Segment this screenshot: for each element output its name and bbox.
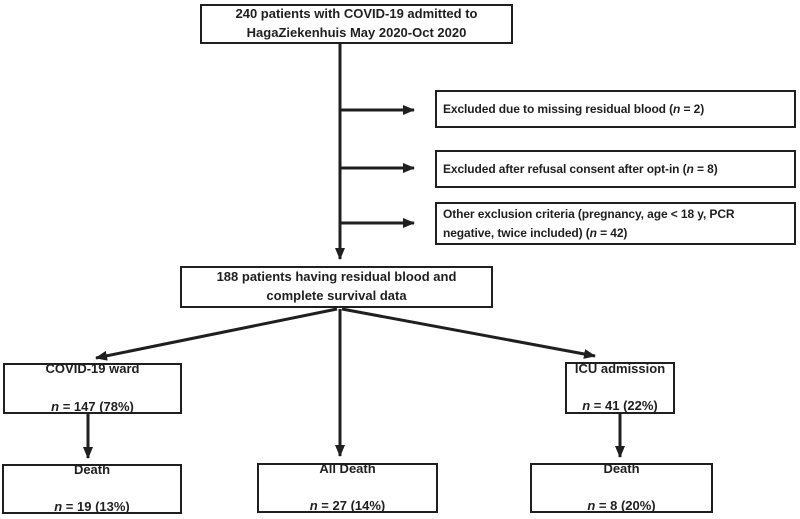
ward-death-title: Death xyxy=(73,461,111,477)
icu-admission-stat: n = 41 (22%) xyxy=(582,398,658,414)
icu-admission-text: ICU admission n = 41 (22%) xyxy=(567,341,673,435)
exclusion-box-missing-blood: Excluded due to missing residual blood (… xyxy=(435,90,796,128)
icu-admission-title: ICU admission xyxy=(574,360,666,376)
exclusion-missing-blood-text: Excluded due to missing residual blood (… xyxy=(443,101,705,116)
all-death-text: All Death n = 27 (14%) xyxy=(259,441,436,519)
covid-ward-box: COVID-19 ward n = 147 (78%) xyxy=(3,361,182,414)
admitted-text: 240 patients with COVID-19 admitted to H… xyxy=(235,6,478,40)
arrow-included-to-ward xyxy=(95,307,338,361)
icu-death-box: Death n = 8 (20%) xyxy=(530,461,713,513)
icu-death-text: Death n = 8 (20%) xyxy=(532,441,711,519)
exclusion-box-refusal-consent: Excluded after refusal consent after opt… xyxy=(435,150,796,188)
icu-death-stat: n = 8 (20%) xyxy=(587,498,656,514)
arrow-included-to-icu xyxy=(341,307,596,359)
exclusion-box-other-criteria: Other exclusion criteria (pregnancy, age… xyxy=(435,202,796,245)
included-box: 188 patients having residual blood and c… xyxy=(180,266,493,308)
exclusion-other-text: Other exclusion criteria (pregnancy, age… xyxy=(443,206,735,240)
all-death-box: All Death n = 27 (14%) xyxy=(257,461,438,513)
icu-admission-box: ICU admission n = 41 (22%) xyxy=(565,361,675,414)
covid-ward-title: COVID-19 ward xyxy=(45,361,140,377)
all-death-stat: n = 27 (14%) xyxy=(309,498,386,514)
exclusion-refusal-text: Excluded after refusal consent after opt… xyxy=(443,161,718,176)
ward-death-box: Death n = 19 (13%) xyxy=(2,462,182,514)
ward-death-stat: n = 19 (13%) xyxy=(54,499,130,515)
icu-death-title: Death xyxy=(603,460,640,476)
covid-ward-text: COVID-19 ward n = 147 (78%) xyxy=(5,341,180,435)
ward-death-text: Death n = 19 (13%) xyxy=(4,442,180,519)
included-text: 188 patients having residual blood and c… xyxy=(216,269,457,303)
all-death-title: All Death xyxy=(319,460,376,476)
covid-ward-stat: n = 147 (78%) xyxy=(51,398,134,414)
admitted-box: 240 patients with COVID-19 admitted to H… xyxy=(200,4,513,44)
